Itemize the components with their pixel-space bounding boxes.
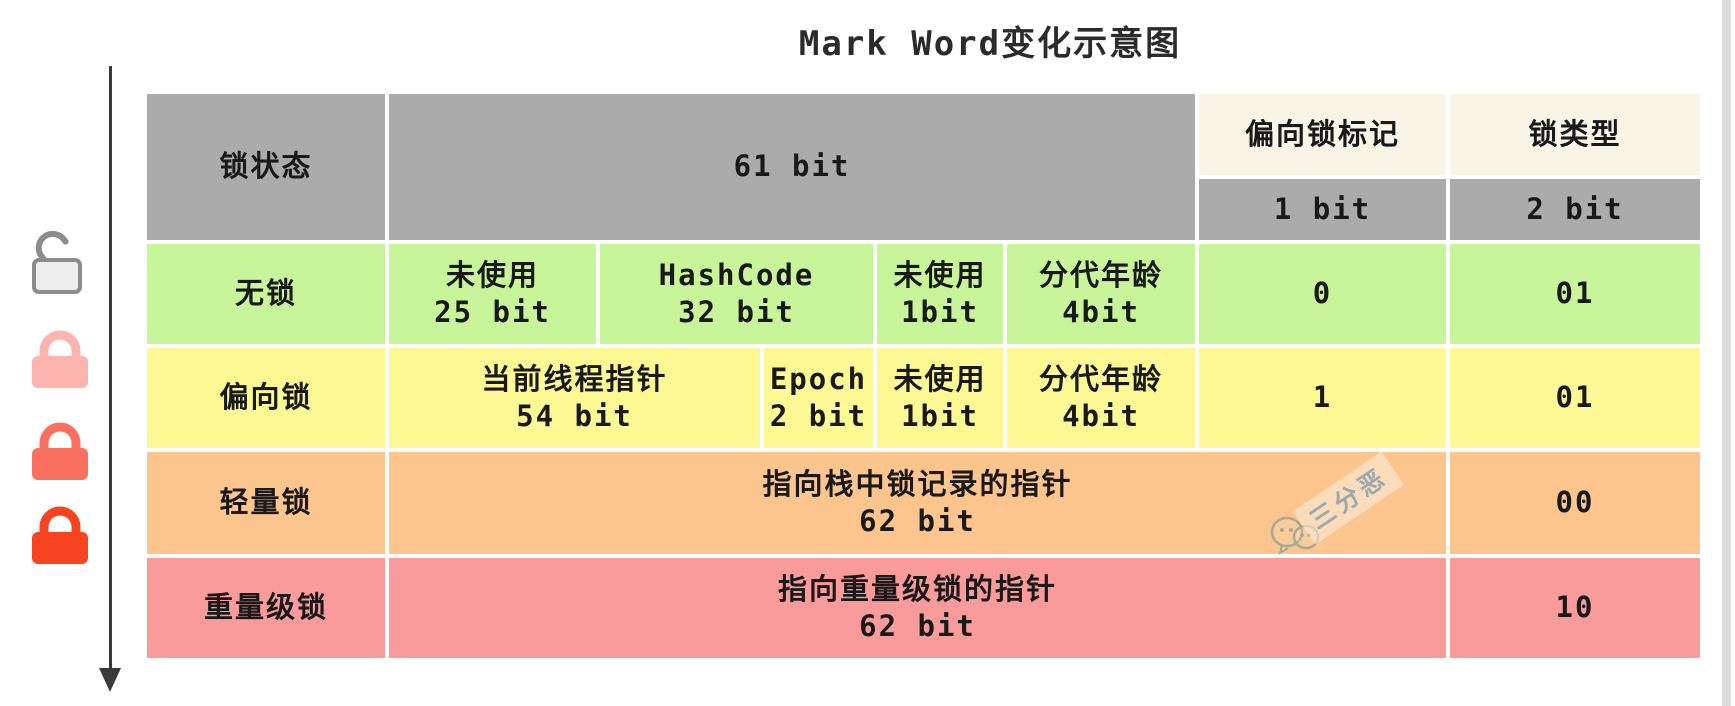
locked-padlock-icon-red xyxy=(32,506,88,564)
cell-biased-type: 01 xyxy=(1448,346,1702,450)
cell-no-lock-unused25: 未使用 25 bit xyxy=(387,242,598,346)
chat-bubbles-icon xyxy=(1270,516,1320,556)
cell-no-lock-hashcode: HashCode 32 bit xyxy=(598,242,875,346)
cell-lightweight-type: 00 xyxy=(1448,450,1702,556)
locked-padlock-icon-pink xyxy=(32,330,88,388)
header-lock-state: 锁状态 xyxy=(145,92,387,242)
cell-heavyweight-pointer: 指向重量级锁的指针 62 bit xyxy=(387,556,1448,660)
watermark: 三分恶 xyxy=(1240,451,1430,567)
cell-no-lock-unused1: 未使用 1bit xyxy=(875,242,1005,346)
watermark-text: 三分恶 xyxy=(1292,451,1404,545)
cell-heavyweight-type: 10 xyxy=(1448,556,1702,660)
cell-no-lock-flag: 0 xyxy=(1197,242,1448,346)
header-61-bit: 61 bit xyxy=(387,92,1197,242)
locked-padlock-icon-salmon xyxy=(32,422,88,480)
header-1-bit: 1 bit xyxy=(1197,177,1448,242)
cell-no-lock-type: 01 xyxy=(1448,242,1702,346)
cell-biased-epoch: Epoch 2 bit xyxy=(762,346,875,450)
cell-biased-state: 偏向锁 xyxy=(145,346,387,450)
cell-lightweight-state: 轻量锁 xyxy=(145,450,387,556)
cell-heavyweight-state: 重量级锁 xyxy=(145,556,387,660)
cell-biased-flag: 1 xyxy=(1197,346,1448,450)
down-arrow-line xyxy=(109,66,112,670)
window-edge-strip xyxy=(1722,0,1731,706)
header-lock-type: 锁类型 xyxy=(1448,92,1702,177)
mark-word-table: 锁状态 61 bit 偏向锁标记 锁类型 1 bit 2 bit 无锁 未使用 … xyxy=(145,92,1702,660)
cell-biased-age: 分代年龄 4bit xyxy=(1005,346,1197,450)
cell-no-lock-age: 分代年龄 4bit xyxy=(1005,242,1197,346)
cell-no-lock-state: 无锁 xyxy=(145,242,387,346)
unlocked-padlock-icon xyxy=(32,230,82,294)
page-title: Mark Word变化示意图 xyxy=(798,24,1182,64)
cell-biased-thread-pointer: 当前线程指针 54 bit xyxy=(387,346,762,450)
cell-lightweight-pointer: 指向栈中锁记录的指针 62 bit xyxy=(387,450,1448,556)
header-2-bit: 2 bit xyxy=(1448,177,1702,242)
cell-biased-unused1: 未使用 1bit xyxy=(875,346,1005,450)
header-biased-flag: 偏向锁标记 xyxy=(1197,92,1448,177)
down-arrow-icon xyxy=(99,668,121,692)
